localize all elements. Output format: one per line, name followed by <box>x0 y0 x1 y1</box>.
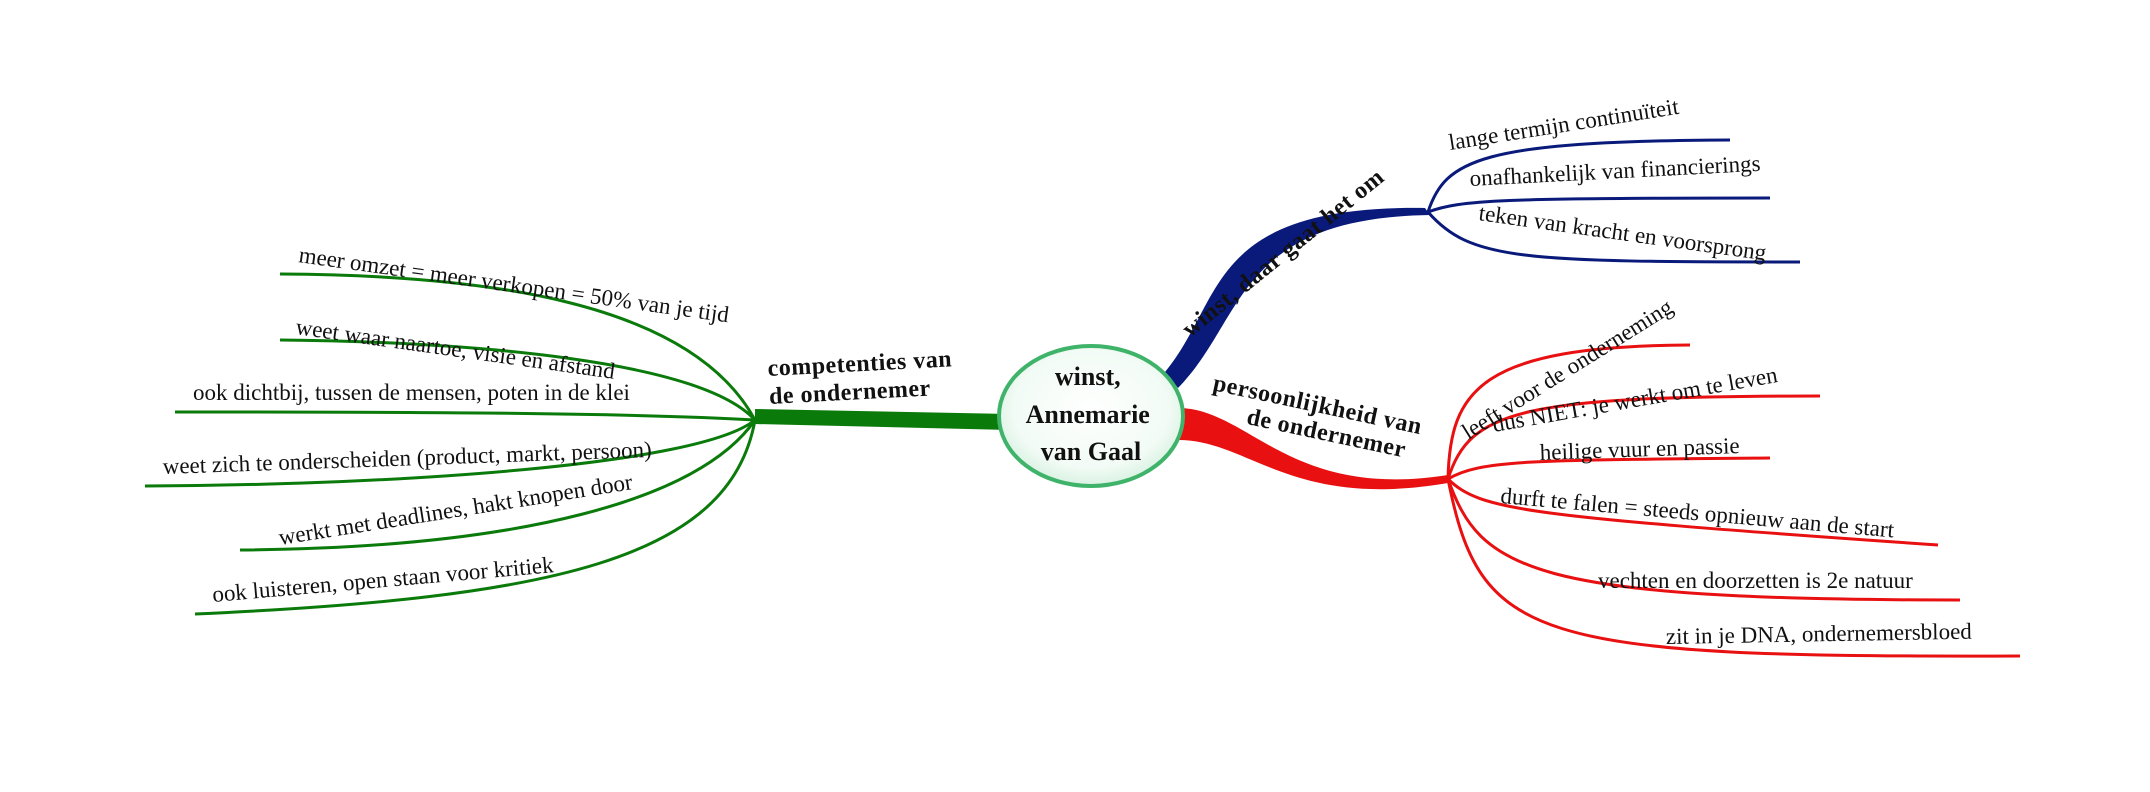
leaf-comp-1: meer omzet = meer verkopen = 50% van je … <box>297 242 731 327</box>
leaf-line-comp-1 <box>279 272 757 421</box>
leaf-line-pers-5 <box>1446 478 1961 602</box>
leaf-line-pers-6 <box>1446 478 2021 658</box>
leaf-line-pers-2 <box>1446 394 1821 480</box>
branch-winst: lange termijn continuïteit onafhankelijk… <box>1165 94 1801 388</box>
leaf-comp-3: ook dichtbij, tussen de mensen, poten in… <box>193 380 630 405</box>
leaf-line-pers-3 <box>1447 456 1771 481</box>
leaf-line-winst-3 <box>1426 211 1801 264</box>
center-node: winst, Annemarie van Gaal <box>997 344 1185 488</box>
branch-competenties-label: competenties van de ondernemer <box>767 346 961 410</box>
leaf-line-winst-1 <box>1426 138 1731 213</box>
branch-competenties-trunk <box>755 409 1010 430</box>
leaf-line-pers-1 <box>1446 343 1691 480</box>
leaf-comp-6: ook luisteren, open staan voor kritiek <box>211 552 555 607</box>
leaf-pers-4: durft te falen = steeds opnieuw aan de s… <box>1500 483 1896 542</box>
leaf-line-comp-6 <box>194 419 757 616</box>
center-node-bubble <box>997 344 1185 488</box>
leaf-line-comp-4 <box>144 418 756 488</box>
leaf-line-comp-2 <box>279 338 757 422</box>
branch-winst-label: winst, daar gaat het om <box>1177 164 1389 343</box>
center-node-title: winst, Annemarie van Gaal <box>1026 362 1157 466</box>
leaf-line-comp-3 <box>174 410 756 422</box>
leaf-line-winst-2 <box>1427 196 1771 214</box>
leaf-comp-4: weet zich te onderscheiden (product, mar… <box>162 437 652 479</box>
branch-persoonlijkheid: leeft voor de onderneming dus NIET: je w… <box>1178 294 2021 658</box>
leaf-pers-3: heilige vuur en passie <box>1539 433 1740 465</box>
branch-winst-trunk <box>1165 207 1430 388</box>
branch-competenties: meer omzet = meer verkopen = 50% van je … <box>144 242 1010 616</box>
leaf-pers-5: vechten en doorzetten is 2e natuur <box>1598 568 1913 593</box>
leaf-line-pers-4 <box>1446 477 1939 547</box>
leaf-comp-2: weet waar naartoe, visie en afstand <box>294 314 617 384</box>
leaf-pers-6: zit in je DNA, ondernemersbloed <box>1666 619 1973 649</box>
leaf-winst-2: onafhankelijk van financierings <box>1469 151 1761 191</box>
branch-persoonlijkheid-trunk <box>1178 408 1448 490</box>
leaf-line-comp-5 <box>239 419 757 552</box>
